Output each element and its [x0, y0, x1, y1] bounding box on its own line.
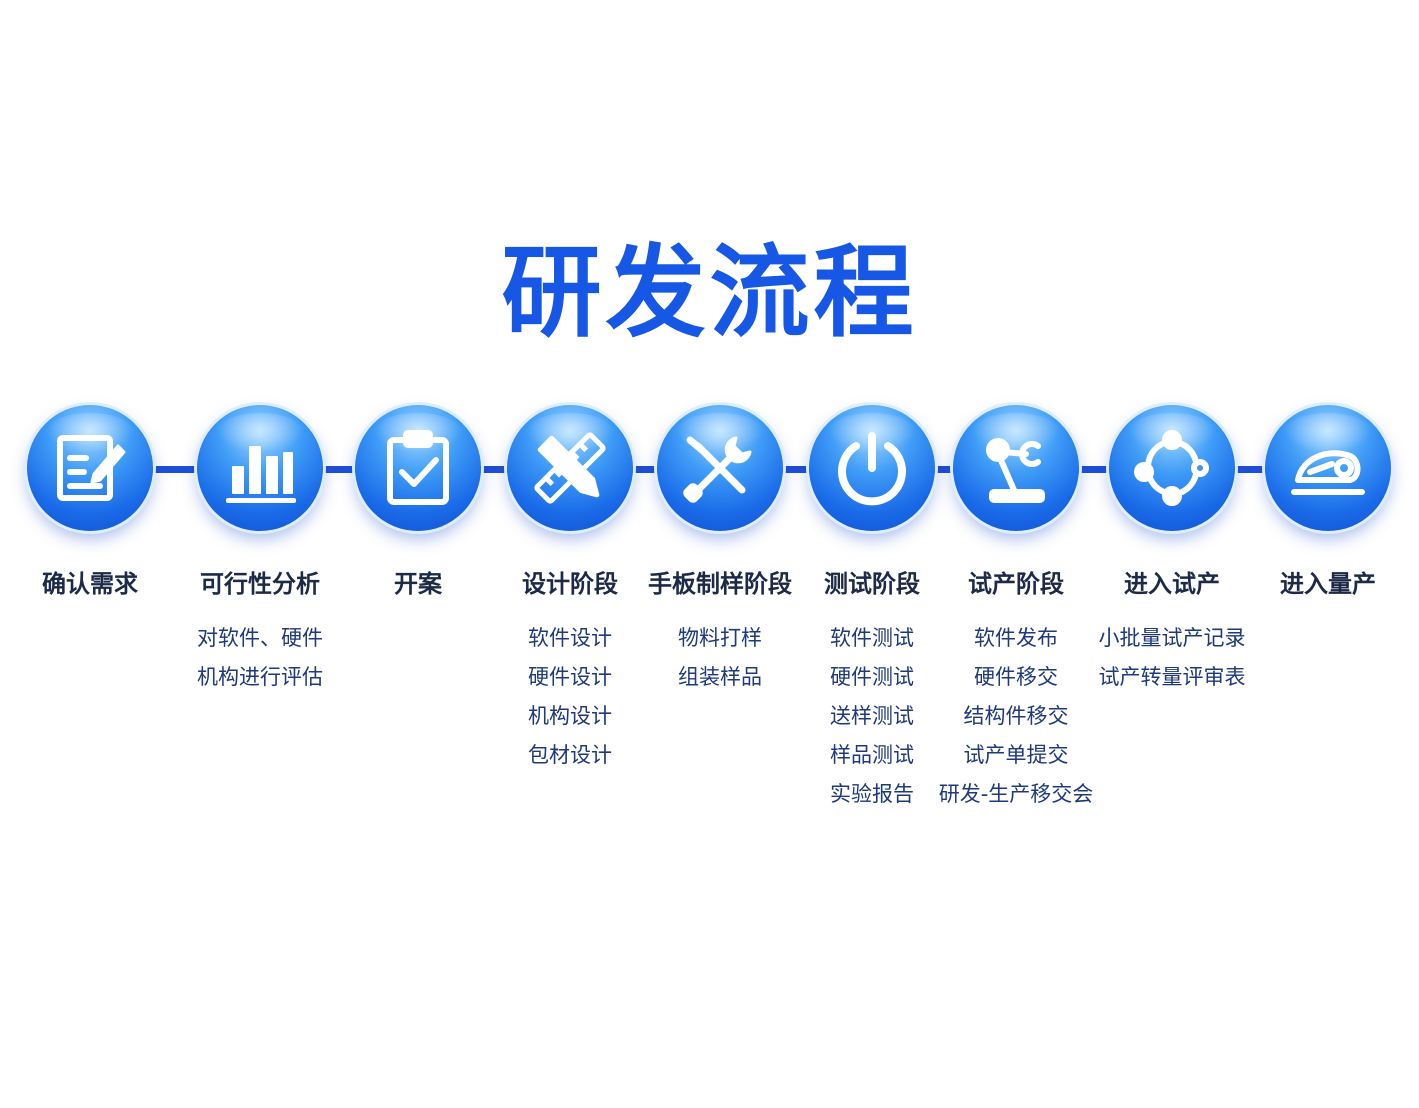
step-label: 确认需求 [42, 570, 138, 598]
step-enter-mass-production: 进入量产 [1238, 405, 1418, 599]
detail-item: 机构进行评估 [197, 665, 323, 689]
document-edit-icon [27, 405, 153, 531]
detail-item: 硬件移交 [974, 665, 1058, 689]
detail-item: 软件测试 [830, 626, 914, 650]
step-label: 测试阶段 [824, 570, 920, 598]
step-label: 开案 [394, 570, 442, 598]
cycle-icon [1109, 405, 1235, 531]
detail-item: 样品测试 [830, 743, 914, 767]
step-label: 手板制样阶段 [648, 570, 792, 598]
step-project-initiation: 开案 [328, 405, 508, 599]
step-details: 小批量试产记录 试产转量评审表 [1082, 619, 1262, 697]
detail-item: 硬件测试 [830, 665, 914, 689]
step-label: 进入量产 [1280, 570, 1376, 598]
step-design-phase: 设计阶段 软件设计 硬件设计 机构设计 包材设计 [480, 405, 660, 775]
conveyor-icon [1265, 405, 1391, 531]
step-trial-production-phase: 试产阶段 软件发布 硬件移交 结构件移交 试产单提交 研发-生产移交会 [926, 405, 1106, 814]
detail-item: 软件设计 [528, 626, 612, 650]
step-label: 进入试产 [1124, 570, 1220, 598]
detail-item: 实验报告 [830, 782, 914, 806]
step-enter-trial-production: 进入试产 小批量试产记录 试产转量评审表 [1082, 405, 1262, 697]
step-details: 软件发布 硬件移交 结构件移交 试产单提交 研发-生产移交会 [926, 619, 1106, 814]
wrench-screwdriver-icon [657, 405, 783, 531]
detail-item: 小批量试产记录 [1098, 626, 1246, 650]
detail-item: 软件发布 [974, 626, 1058, 650]
detail-item: 物料打样 [678, 626, 762, 650]
step-label: 可行性分析 [200, 570, 320, 598]
step-details: 软件设计 硬件设计 机构设计 包材设计 [480, 619, 660, 775]
ruler-pencil-icon [507, 405, 633, 531]
step-label: 设计阶段 [522, 570, 618, 598]
step-confirm-requirements: 确认需求 [0, 405, 180, 599]
page-title: 研发流程 [501, 234, 918, 351]
step-feasibility-analysis: 可行性分析 对软件、硬件 机构进行评估 [170, 405, 350, 697]
bar-chart-icon [197, 405, 323, 531]
clipboard-check-icon [355, 405, 481, 531]
detail-item: 送样测试 [830, 704, 914, 728]
detail-item: 试产单提交 [963, 743, 1069, 767]
step-details: 对软件、硬件 机构进行评估 [170, 619, 350, 697]
step-prototype-phase: 手板制样阶段 物料打样 组装样品 [630, 405, 810, 697]
detail-item: 试产转量评审表 [1098, 665, 1246, 689]
robot-arm-icon [953, 405, 1079, 531]
step-details: 软件测试 硬件测试 送样测试 样品测试 实验报告 [782, 619, 962, 814]
gauge-icon [809, 405, 935, 531]
detail-item: 对软件、硬件 [197, 626, 323, 650]
detail-item: 组装样品 [678, 665, 762, 689]
step-label: 试产阶段 [968, 570, 1064, 598]
detail-item: 机构设计 [528, 704, 612, 728]
detail-item: 研发-生产移交会 [938, 782, 1094, 806]
detail-item: 结构件移交 [963, 704, 1069, 728]
detail-item: 硬件设计 [528, 665, 612, 689]
detail-item: 包材设计 [528, 743, 612, 767]
step-testing-phase: 测试阶段 软件测试 硬件测试 送样测试 样品测试 实验报告 [782, 405, 962, 814]
step-details: 物料打样 组装样品 [630, 619, 810, 697]
